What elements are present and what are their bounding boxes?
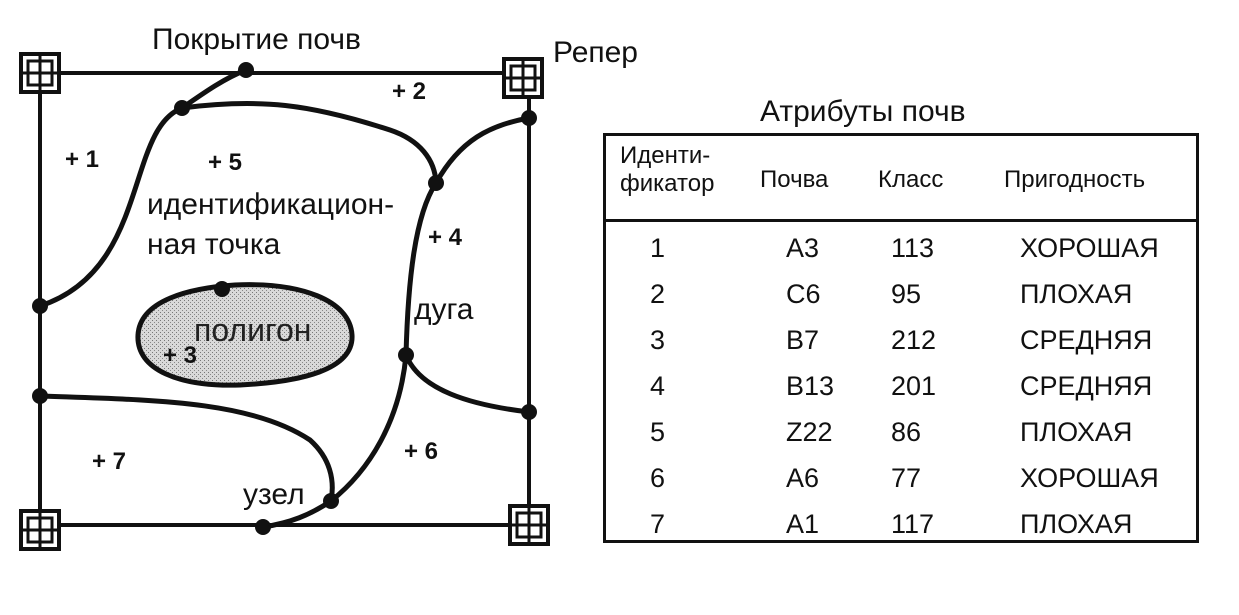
reper-marker-bottom-right xyxy=(508,504,550,546)
node xyxy=(214,281,230,297)
arc-boundary-4-6 xyxy=(403,353,530,415)
reper-label: Репер xyxy=(553,36,638,69)
column-header-class: Класс xyxy=(878,166,944,193)
cell-class: 95 xyxy=(891,279,922,309)
cell-suitability: СРЕДНЯЯ xyxy=(1020,325,1153,355)
map-title: Покрытие почв xyxy=(152,23,361,56)
nodes xyxy=(32,62,537,535)
cell-soil: B7 xyxy=(786,325,820,355)
attributes-table-header: Иденти- фикатор Почва Класс Пригодность xyxy=(606,136,1196,222)
reper-marker-bottom-left xyxy=(19,509,61,551)
node xyxy=(323,493,339,509)
node xyxy=(238,62,254,78)
polygon-id-6: + 6 xyxy=(404,438,439,465)
cell-soil: A6 xyxy=(786,463,820,493)
node xyxy=(521,404,537,420)
soil-coverage-map xyxy=(19,52,550,551)
cell-suitability: СРЕДНЯЯ xyxy=(1020,371,1153,401)
polygon-id-3: + 3 xyxy=(163,342,198,369)
node xyxy=(428,175,444,191)
cell-suitability: ПЛОХАЯ xyxy=(1020,279,1133,309)
arc-boundary-5-6 xyxy=(329,354,409,503)
cell-suitability: ПЛОХАЯ xyxy=(1020,417,1133,447)
polygon-id-4: + 4 xyxy=(428,224,463,251)
table-row: 5 Z22 86 ПЛОХАЯ xyxy=(606,409,1196,455)
cell-class: 117 xyxy=(891,509,935,539)
arc-boundary-6-7 xyxy=(39,393,335,502)
reper-marker-top-left xyxy=(19,52,61,94)
cell-id: 3 xyxy=(650,325,666,355)
cell-id: 4 xyxy=(650,371,666,401)
polygon-id-1: + 1 xyxy=(65,146,100,173)
node xyxy=(398,347,414,363)
attributes-table: Иденти- фикатор Почва Класс Пригодность … xyxy=(603,133,1199,543)
arc-boundary-5-2 xyxy=(181,100,439,184)
cell-id: 6 xyxy=(650,463,666,493)
column-header-soil: Почва xyxy=(760,166,829,193)
cell-class: 201 xyxy=(891,371,937,401)
table-row: 1 A3 113 ХОРОШАЯ xyxy=(606,225,1196,271)
id-point-label-line2: ная точка xyxy=(147,228,281,261)
cell-soil: Z22 xyxy=(786,417,833,447)
column-header-id-line1: Иденти- xyxy=(620,142,711,169)
cell-suitability: ХОРОШАЯ xyxy=(1020,233,1159,263)
arc-boundary-5-4 xyxy=(403,181,439,356)
cell-soil: C6 xyxy=(786,279,821,309)
node xyxy=(32,388,48,404)
cell-id: 2 xyxy=(650,279,666,309)
cell-id: 5 xyxy=(650,417,666,447)
cell-class: 113 xyxy=(891,233,935,263)
attributes-title: Атрибуты почв xyxy=(760,95,966,128)
node xyxy=(255,519,271,535)
cell-class: 77 xyxy=(891,463,922,493)
table-row: 3 B7 212 СРЕДНЯЯ xyxy=(606,317,1196,363)
cell-soil: A3 xyxy=(786,233,820,263)
column-header-id-line2: фикатор xyxy=(620,170,715,197)
node-label: узел xyxy=(243,478,305,511)
cell-soil: B13 xyxy=(786,371,835,401)
node xyxy=(174,100,190,116)
cell-soil: A1 xyxy=(786,509,820,539)
node xyxy=(32,298,48,314)
cell-class: 212 xyxy=(891,325,937,355)
arc-label: дуга xyxy=(414,293,474,326)
table-row: 6 A6 77 ХОРОШАЯ xyxy=(606,455,1196,501)
cell-id: 1 xyxy=(650,233,666,263)
table-row: 7 A1 117 ПЛОХАЯ xyxy=(606,501,1196,547)
id-point-label-line1: идентификацион- xyxy=(147,188,395,221)
polygon-label: полигон xyxy=(194,312,312,348)
column-header-suitability: Пригодность xyxy=(1004,166,1146,193)
table-row: 4 B13 201 СРЕДНЯЯ xyxy=(606,363,1196,409)
arc-boundary-1-5 xyxy=(39,67,247,309)
polygon-id-5: + 5 xyxy=(208,149,243,176)
polygon-3 xyxy=(135,282,355,388)
table-row: 2 C6 95 ПЛОХАЯ xyxy=(606,271,1196,317)
cell-class: 86 xyxy=(891,417,922,447)
reper-marker-top-right xyxy=(502,57,544,99)
cell-suitability: ПЛОХАЯ xyxy=(1020,509,1133,539)
node xyxy=(521,110,537,126)
cell-suitability: ХОРОШАЯ xyxy=(1020,463,1159,493)
polygon-id-2: + 2 xyxy=(392,78,427,105)
arc-boundary-2-4 xyxy=(433,115,530,185)
polygon-id-7: + 7 xyxy=(92,448,127,475)
column-header-id: Иденти- фикатор xyxy=(620,142,740,198)
cell-id: 7 xyxy=(650,509,666,539)
